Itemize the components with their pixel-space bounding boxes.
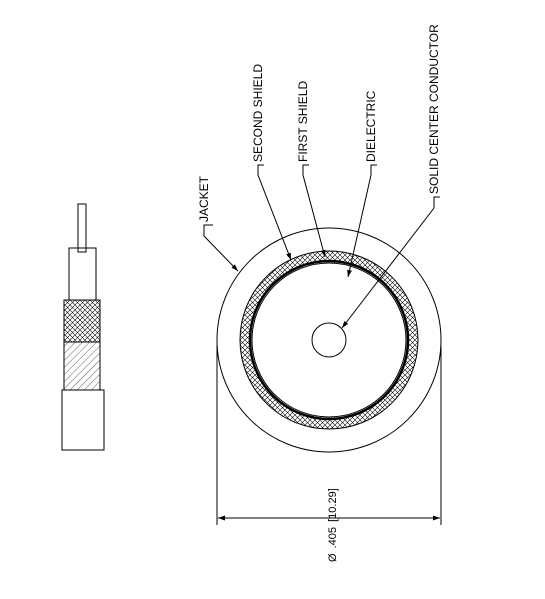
side-jacket: [61, 389, 105, 451]
jacket-leader: [203, 224, 239, 272]
dielectric-leader: [347, 164, 377, 278]
center-conductor: [311, 322, 347, 358]
side-second-shield: [63, 341, 101, 391]
side-center-conductor: [77, 203, 87, 253]
second-shield-leader: [257, 164, 292, 261]
leader-lines: [203, 164, 440, 329]
label-second-shield: SECOND SHIELD: [251, 64, 265, 162]
first-shield-outline: [248, 259, 410, 421]
side-first-shield: [63, 299, 101, 343]
label-jacket: JACKET: [197, 175, 211, 222]
dimension-text: Ø .405 [10.29]: [327, 488, 339, 562]
dielectric-area: [251, 262, 407, 418]
center-conductor-leader: [341, 196, 440, 329]
second-shield-ring: [240, 251, 418, 429]
svg-text:Ø .405 [10.29]: Ø .405 [10.29]: [327, 488, 339, 562]
label-solid-center-conductor: SOLID CENTER CONDUCTOR: [427, 24, 441, 194]
callout-labels: JACKET SECOND SHIELD FIRST SHIELD DIELEC…: [197, 24, 441, 222]
jacket-outline: [216, 227, 442, 453]
cable-cross-section: [216, 227, 442, 453]
first-shield-leader: [302, 164, 326, 258]
side-dielectric: [68, 247, 97, 301]
dimension-metric-value: 10.29: [327, 491, 339, 519]
cable-side-view: [61, 203, 105, 451]
diameter-symbol: Ø: [327, 553, 339, 562]
diameter-dimension: Ø .405 [10.29]: [216, 345, 442, 562]
dimension-value: .405: [327, 527, 339, 548]
second-shield-outer-edge: [239, 250, 419, 430]
label-first-shield: FIRST SHIELD: [296, 81, 310, 162]
label-dielectric: DIELECTRIC: [364, 90, 378, 162]
